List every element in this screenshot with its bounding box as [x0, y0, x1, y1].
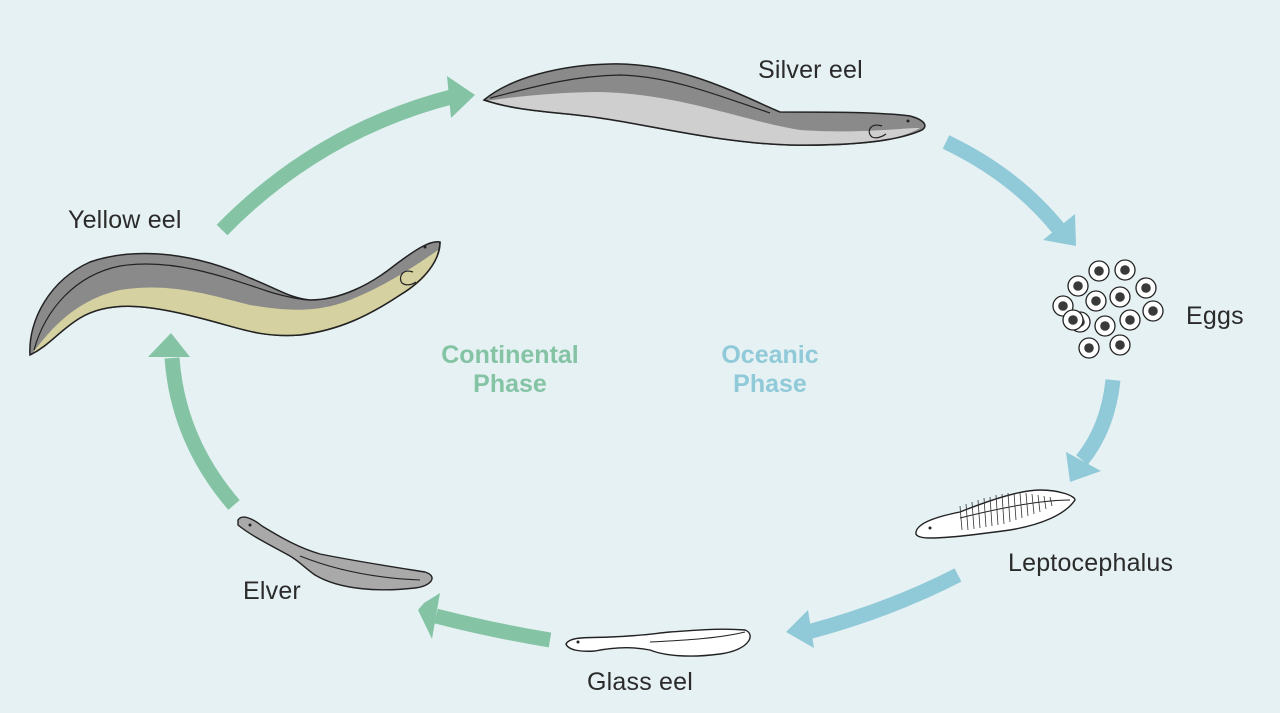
- egg-yolk: [1068, 315, 1078, 325]
- egg-yolk: [1115, 340, 1125, 350]
- egg-yolk: [1120, 265, 1130, 275]
- egg-yolk: [1094, 266, 1104, 276]
- label-leptocephalus: Leptocephalus: [1008, 549, 1174, 577]
- elver-illustration: [237, 516, 433, 591]
- arrow-leptocephalus-to-glass: [786, 568, 962, 648]
- continental-phase-label: Continental Phase: [428, 341, 592, 399]
- yellow-eel-illustration: [29, 241, 441, 357]
- continental-phase-line2: Phase: [473, 370, 547, 398]
- label-elver: Elver: [243, 577, 301, 605]
- label-silver-eel: Silver eel: [758, 56, 863, 84]
- oceanic-phase-line2: Phase: [733, 370, 807, 398]
- egg-yolk: [1058, 301, 1068, 311]
- oceanic-phase-line1: Oceanic: [721, 341, 819, 369]
- leptocephalus-illustration: [915, 489, 1076, 539]
- egg-yolk: [1091, 296, 1101, 306]
- egg-yolk: [1141, 283, 1151, 293]
- label-yellow-eel: Yellow eel: [68, 206, 182, 234]
- arrow-eggs-to-leptocephalus: [1066, 379, 1121, 482]
- arrow-elver-to-yellow: [148, 333, 240, 510]
- silver-eel-illustration: [482, 63, 926, 146]
- oceanic-phase-label: Oceanic Phase: [700, 341, 840, 399]
- egg-yolk: [1115, 292, 1125, 302]
- label-glass-eel: Glass eel: [587, 668, 694, 696]
- arrow-silver-to-eggs: [942, 135, 1076, 246]
- egg-yolk: [1125, 315, 1135, 325]
- egg-yolk: [1073, 281, 1083, 291]
- eggs-illustration: [1052, 259, 1164, 359]
- myomere-lines: [959, 492, 1053, 531]
- continental-phase-line1: Continental: [441, 341, 579, 369]
- egg-yolk: [1084, 343, 1094, 353]
- egg-yolk: [1100, 321, 1110, 331]
- egg-yolk: [1148, 306, 1158, 316]
- label-eggs: Eggs: [1186, 302, 1244, 330]
- arrow-glass-to-elver: [418, 593, 552, 648]
- arrow-yellow-to-silver: [216, 76, 475, 236]
- glass-eel-illustration: [565, 628, 751, 657]
